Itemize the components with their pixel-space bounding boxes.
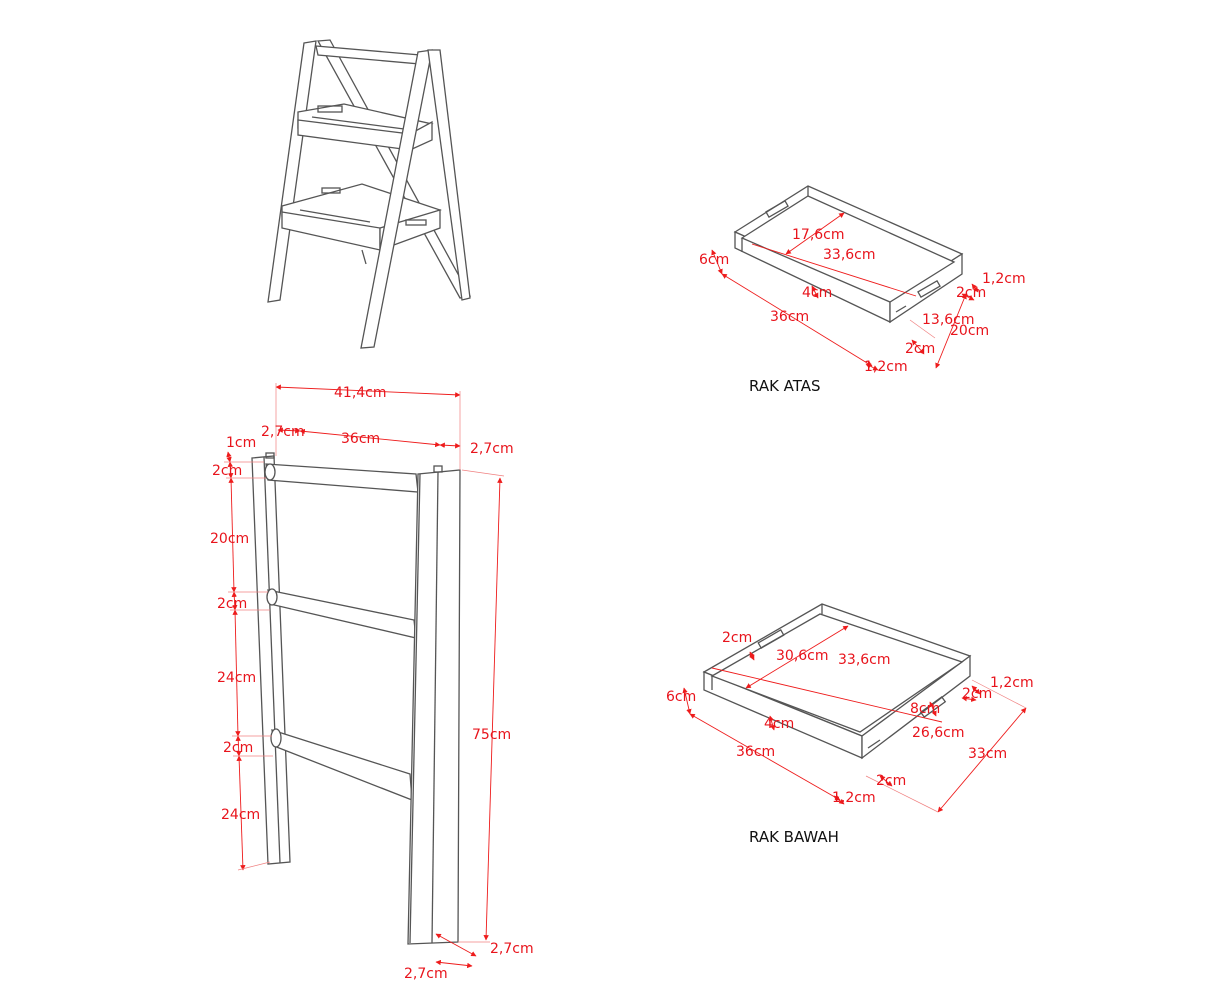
rak-atas-slot-height: 2cm — [956, 285, 986, 301]
dim-leg-width-right: 2,7cm — [470, 441, 514, 457]
dim-rung-middle: 2cm — [217, 596, 247, 612]
rak-atas-dimensions — [711, 212, 979, 371]
dim-leg-depth-b: 2,7cm — [404, 966, 448, 982]
rak-atas-base-height: 2cm — [905, 341, 935, 357]
dim-overall-width: 41,4cm — [334, 385, 387, 401]
rak-bawah-slot-height: 2cm — [962, 686, 992, 702]
frame-front-view — [251, 452, 461, 945]
rak-bawah-length: 36cm — [736, 744, 775, 760]
rak-atas-side-height: 6cm — [699, 252, 729, 268]
rak-bawah-title: RAK BAWAH — [749, 828, 839, 846]
rak-bawah-handle-slot: 2cm — [722, 630, 752, 646]
dim-gap-bottom: 24cm — [221, 807, 260, 823]
shelf-isometric-view — [267, 39, 471, 349]
dim-inner-span: 36cm — [341, 431, 380, 447]
rak-bawah-width: 33cm — [968, 746, 1007, 762]
rak-bawah-inner-width: 26,6cm — [912, 725, 965, 741]
dim-leg-depth-a: 2,7cm — [490, 941, 534, 957]
frame-dimensions — [224, 383, 505, 969]
rak-atas-inner-width: 13,6cm — [922, 312, 975, 328]
rak-atas-title: RAK ATAS — [749, 377, 821, 395]
rak-atas-thickness-top: 1,2cm — [982, 271, 1026, 287]
dim-height: 75cm — [472, 727, 511, 743]
rak-bawah-dimensions — [682, 625, 1027, 813]
dim-leg-width-left: 2,7cm — [261, 424, 305, 440]
rak-bawah-side-height: 6cm — [666, 689, 696, 705]
dim-top-offset: 1cm — [226, 435, 256, 451]
dim-gap-middle: 24cm — [217, 670, 256, 686]
rak-bawah-inner-length-a: 30,6cm — [776, 648, 829, 664]
rak-bawah-handle-height: 4cm — [764, 716, 794, 732]
rak-atas-handle-height: 4cm — [802, 285, 832, 301]
rak-atas-inner-length: 33,6cm — [823, 247, 876, 263]
rak-bawah-handle-width: 8cm — [910, 701, 940, 717]
dim-gap-top: 20cm — [210, 531, 249, 547]
dim-rung-bottom: 2cm — [223, 740, 253, 756]
rak-bawah-inner-length-b: 33,6cm — [838, 652, 891, 668]
dim-rung-top: 2cm — [212, 463, 242, 479]
rak-atas-handle-length: 17,6cm — [792, 227, 845, 243]
rak-atas-width: 20cm — [950, 323, 989, 339]
rak-atas-thickness-bottom: 1,2cm — [864, 359, 908, 375]
rak-atas-length: 36cm — [770, 309, 809, 325]
rak-bawah-thickness-top: 1,2cm — [990, 675, 1034, 691]
rak-bawah-base-height: 2cm — [876, 773, 906, 789]
rak-bawah-thickness-bottom: 1,2cm — [832, 790, 876, 806]
